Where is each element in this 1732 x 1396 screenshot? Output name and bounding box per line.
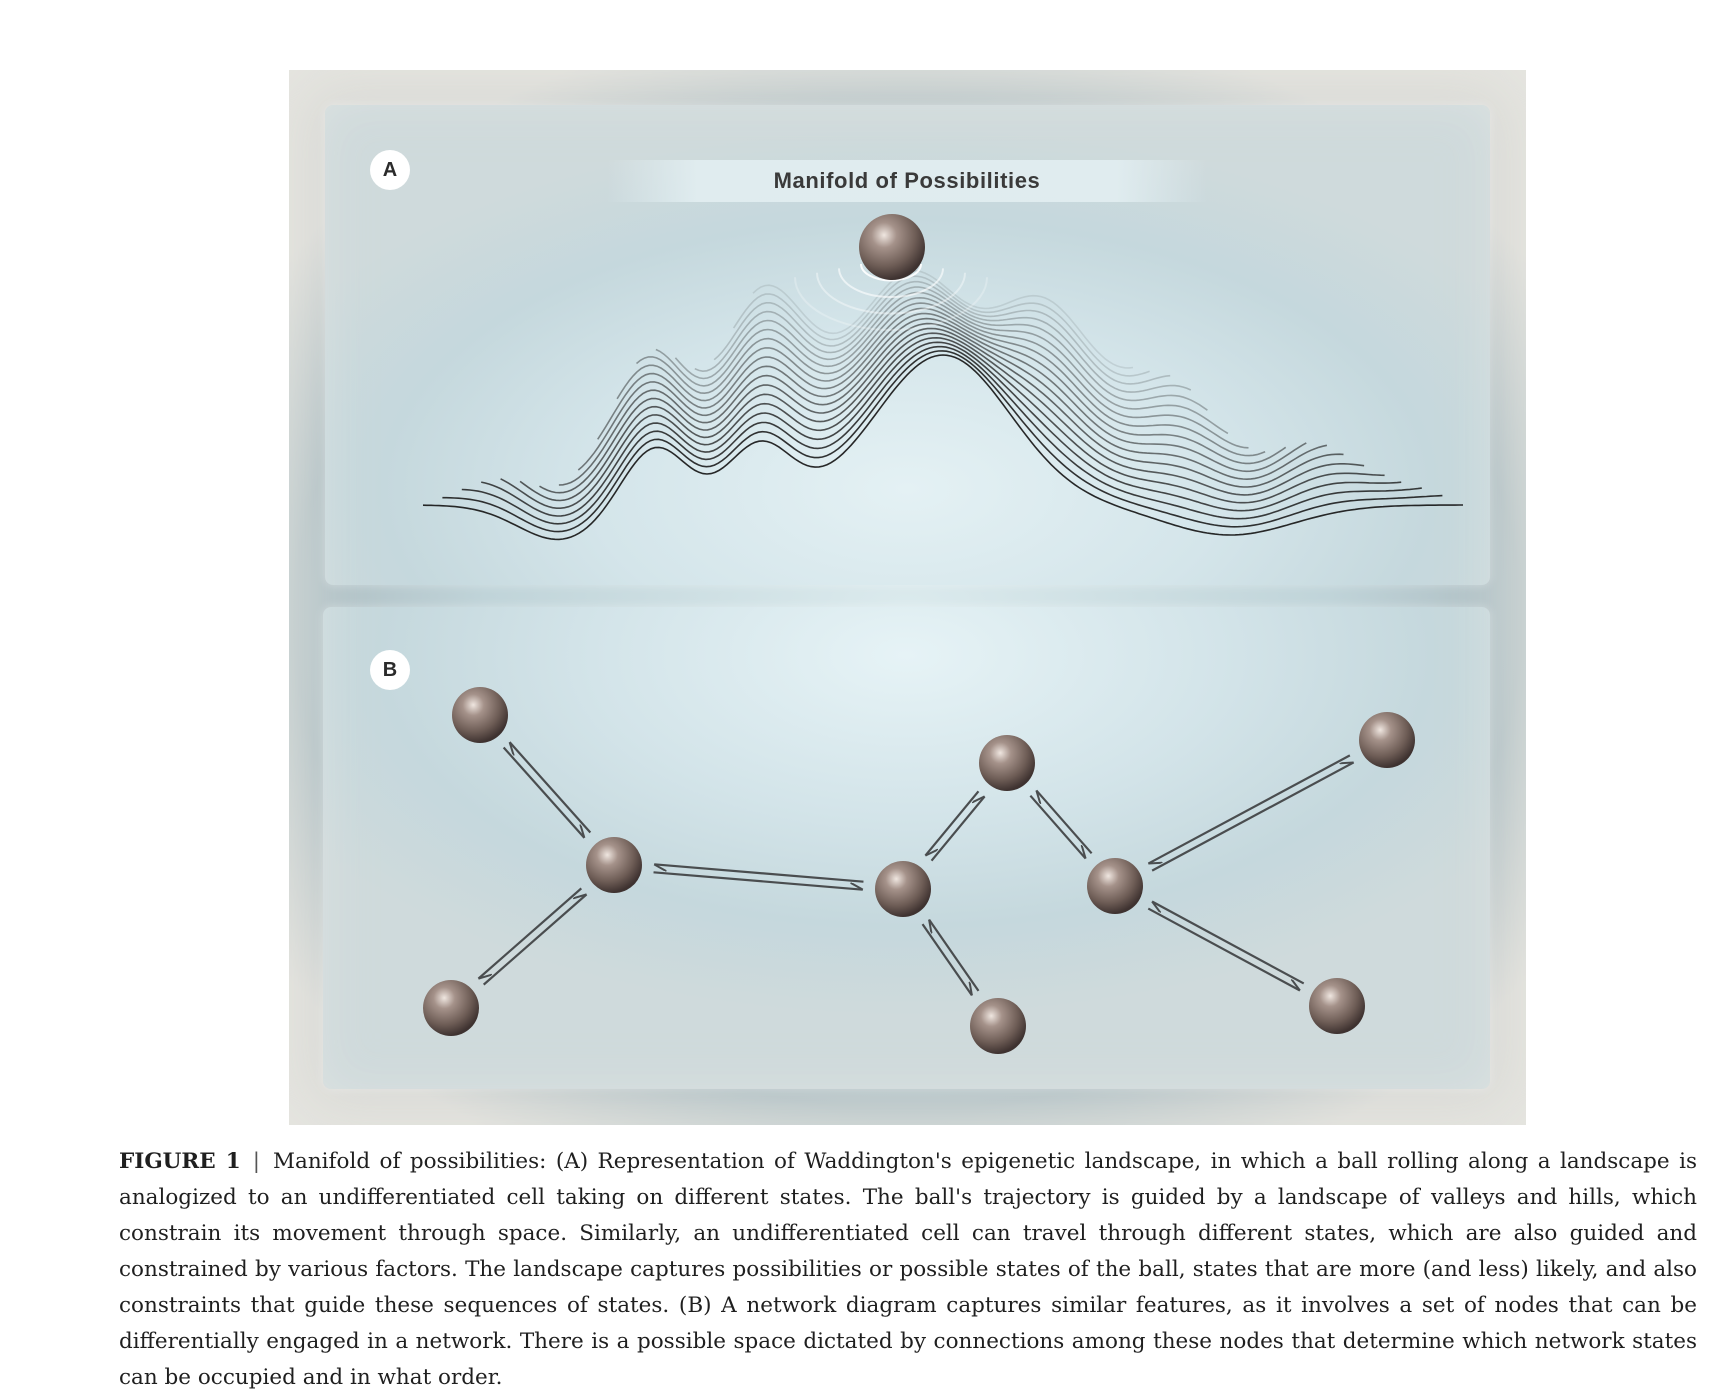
network-edge-backward <box>1036 789 1093 855</box>
panel-b-background <box>323 607 1490 1089</box>
network-edges <box>477 741 1355 997</box>
network-node <box>586 837 642 893</box>
network-edge-forward <box>653 871 863 891</box>
landscape-contour-line <box>713 280 1171 385</box>
network-edge-forward <box>930 796 986 862</box>
landscape-contour-line <box>616 307 1266 457</box>
landscape-contour-line <box>636 302 1249 449</box>
landscape-contour-line <box>577 317 1307 473</box>
network-edge-backward <box>654 863 864 883</box>
manifold-title: Manifold of Possibilities <box>773 168 1041 193</box>
motion-ripple <box>816 272 966 315</box>
landscape-contour-line <box>558 322 1328 486</box>
motion-ripple <box>838 268 944 298</box>
network-nodes <box>423 214 1415 1054</box>
network-node <box>979 735 1035 791</box>
network-node <box>452 687 508 743</box>
network-node <box>1359 712 1415 768</box>
figure-drawing <box>422 214 1463 1054</box>
network-edge-forward <box>1151 762 1355 872</box>
network-edge-backward <box>1152 900 1305 985</box>
figure-caption: FIGURE 1 |Manifold of possibilities: (A) … <box>119 1144 1697 1396</box>
network-node <box>1087 858 1143 914</box>
network-node <box>875 861 931 917</box>
caption-text: Manifold of possibilities: (A) Represent… <box>119 1149 1697 1390</box>
landscape-contour-line <box>752 269 1134 369</box>
network-node <box>423 980 479 1036</box>
network-edge-forward <box>1029 794 1085 860</box>
landscape-contour-line <box>674 291 1208 411</box>
landscape-contour-line <box>422 354 1463 541</box>
landscape-contour-line <box>481 341 1402 517</box>
network-node <box>1309 978 1365 1034</box>
landscape-contour-line <box>694 286 1192 393</box>
landscape-contour-line <box>519 332 1365 502</box>
panel-label-b: B <box>370 650 410 690</box>
landscape-contour-line <box>500 336 1385 509</box>
network-edge-forward <box>477 887 583 978</box>
motion-ripple <box>794 277 988 331</box>
landscape-contour-line <box>539 327 1344 494</box>
ball-motion-ripples <box>794 263 988 331</box>
landscape-contour-line <box>461 345 1422 525</box>
caption-figure-label: FIGURE 1 <box>119 1149 241 1174</box>
network-edge-forward <box>921 923 972 997</box>
landscape-contour-line <box>597 312 1287 465</box>
landscape-ball <box>859 214 925 280</box>
network-edge-backward <box>924 790 980 855</box>
landscape-contour-line <box>655 296 1229 435</box>
waddington-landscape <box>422 269 1463 541</box>
network-edge-backward <box>510 741 592 834</box>
network-edge-backward <box>482 894 588 986</box>
network-edge-backward <box>929 918 980 992</box>
network-edge-forward <box>502 746 585 839</box>
motion-ripple <box>860 263 922 282</box>
panel-label-a: A <box>370 150 410 190</box>
network-edge-forward <box>1147 907 1300 992</box>
network-node <box>970 998 1026 1054</box>
landscape-contour-line <box>442 350 1443 533</box>
caption-separator: | <box>252 1149 260 1174</box>
manifold-title-banner: Manifold of Possibilities <box>607 160 1207 202</box>
network-edge-backward <box>1147 754 1351 863</box>
landscape-contour-line <box>732 275 1150 377</box>
